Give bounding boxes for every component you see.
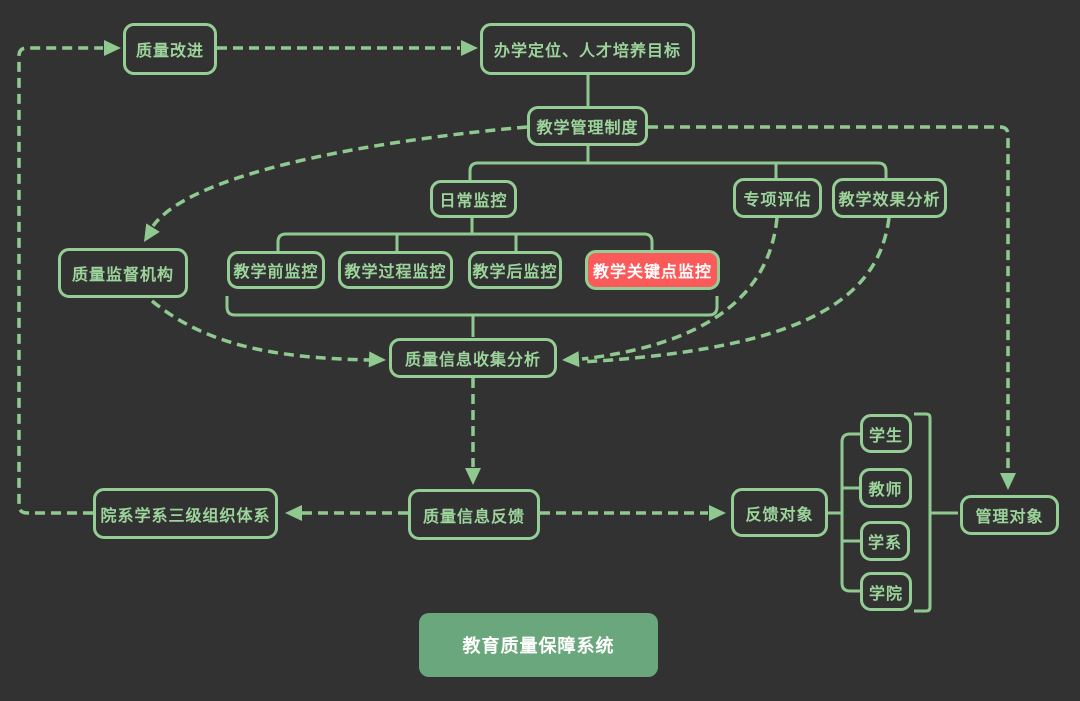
edge-feedback-children-tree bbox=[828, 432, 860, 593]
edge-specialeval-collection bbox=[581, 217, 779, 361]
node-student: 学生 bbox=[860, 414, 912, 453]
edge-orgsystem-improvement bbox=[17, 46, 103, 515]
node-management-targets: 管理对象 bbox=[960, 495, 1059, 535]
arrowhead bbox=[1000, 473, 1016, 490]
node-teaching-effect-analysis: 教学效果分析 bbox=[832, 178, 947, 218]
node-daily-monitoring: 日常监控 bbox=[430, 180, 517, 218]
node-pre-teaching-monitoring: 教学前监控 bbox=[227, 251, 325, 289]
node-positioning-goals: 办学定位、人才培养目标 bbox=[480, 23, 695, 75]
edge-daily-children-tree bbox=[276, 218, 654, 251]
arrowhead bbox=[562, 351, 580, 368]
edge-mgmt-children-tree bbox=[468, 146, 888, 180]
edge-supervision-collection bbox=[150, 299, 371, 362]
edge-mgmt-supervision bbox=[151, 125, 528, 228]
node-feedback-targets: 反馈对象 bbox=[731, 488, 828, 537]
node-teaching-management-system: 教学管理制度 bbox=[527, 106, 648, 146]
arrowhead bbox=[461, 40, 478, 56]
node-teacher: 教师 bbox=[859, 468, 912, 508]
arrowhead bbox=[285, 505, 302, 521]
node-college: 学院 bbox=[860, 572, 912, 611]
node-quality-supervision-org: 质量监督机构 bbox=[58, 248, 188, 298]
arrowhead bbox=[465, 468, 481, 485]
arrowhead bbox=[709, 505, 726, 521]
node-system-title: 教育质量保障系统 bbox=[419, 613, 658, 677]
node-quality-info-collection: 质量信息收集分析 bbox=[389, 338, 557, 378]
edge-monitors-bracket bbox=[225, 296, 719, 337]
node-quality-improvement: 质量改进 bbox=[123, 23, 217, 75]
node-department: 学系 bbox=[860, 521, 910, 561]
node-post-teaching-monitoring: 教学后监控 bbox=[468, 251, 562, 289]
edge-group-bracket-mgmt bbox=[914, 412, 958, 613]
node-key-point-monitoring: 教学关键点监控 bbox=[585, 250, 720, 290]
arrowhead bbox=[144, 223, 160, 242]
edge-mgmt-mgmttargets bbox=[648, 125, 1010, 472]
node-three-level-org-system: 院系学系三级组织体系 bbox=[93, 488, 278, 539]
arrowhead bbox=[368, 351, 386, 368]
node-quality-info-feedback: 质量信息反馈 bbox=[408, 489, 540, 540]
node-teaching-process-monitoring: 教学过程监控 bbox=[338, 251, 453, 289]
edge-effectanalysis-collection bbox=[581, 217, 891, 364]
node-special-evaluation: 专项评估 bbox=[733, 178, 822, 218]
arrowhead bbox=[104, 40, 121, 56]
